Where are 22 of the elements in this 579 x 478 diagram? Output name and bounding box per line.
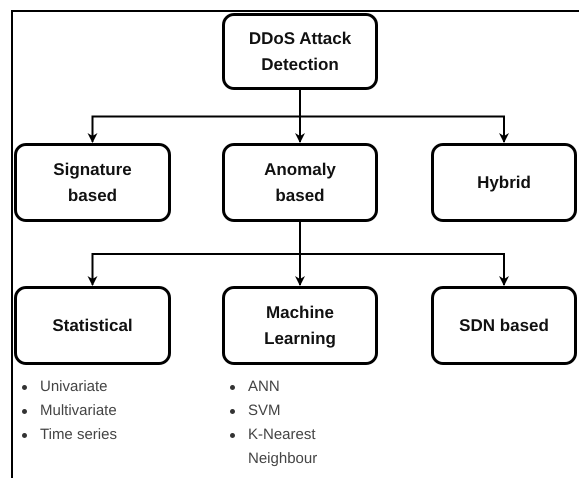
box-label: SDN based	[459, 314, 549, 336]
bullet-item: ANN	[248, 377, 281, 397]
box-label: DDoS Attack Detection	[248, 28, 352, 76]
bullet-item: Univariate	[40, 377, 109, 397]
box-label: Hybrid	[477, 172, 531, 194]
bullet-item: Time series	[40, 425, 118, 445]
box-label: Anomaly based	[263, 158, 337, 206]
rounded-box	[431, 286, 577, 365]
rounded-box	[222, 286, 378, 365]
box-label: Machine Learning	[263, 302, 337, 350]
box-label: Statistical	[52, 314, 133, 336]
connector-arrow	[299, 222, 509, 286]
rounded-box	[14, 143, 171, 222]
rounded-box	[222, 13, 378, 90]
rounded-box	[222, 143, 378, 222]
bullet-item: Multivariate	[40, 401, 118, 421]
connector-arrow	[299, 90, 509, 143]
bullet-item: K-Nearest Neighbour	[248, 425, 318, 469]
rounded-box	[431, 143, 577, 222]
bullet-item: SVM	[248, 401, 282, 421]
rounded-box	[14, 286, 171, 365]
box-label: Signature based	[52, 158, 133, 206]
